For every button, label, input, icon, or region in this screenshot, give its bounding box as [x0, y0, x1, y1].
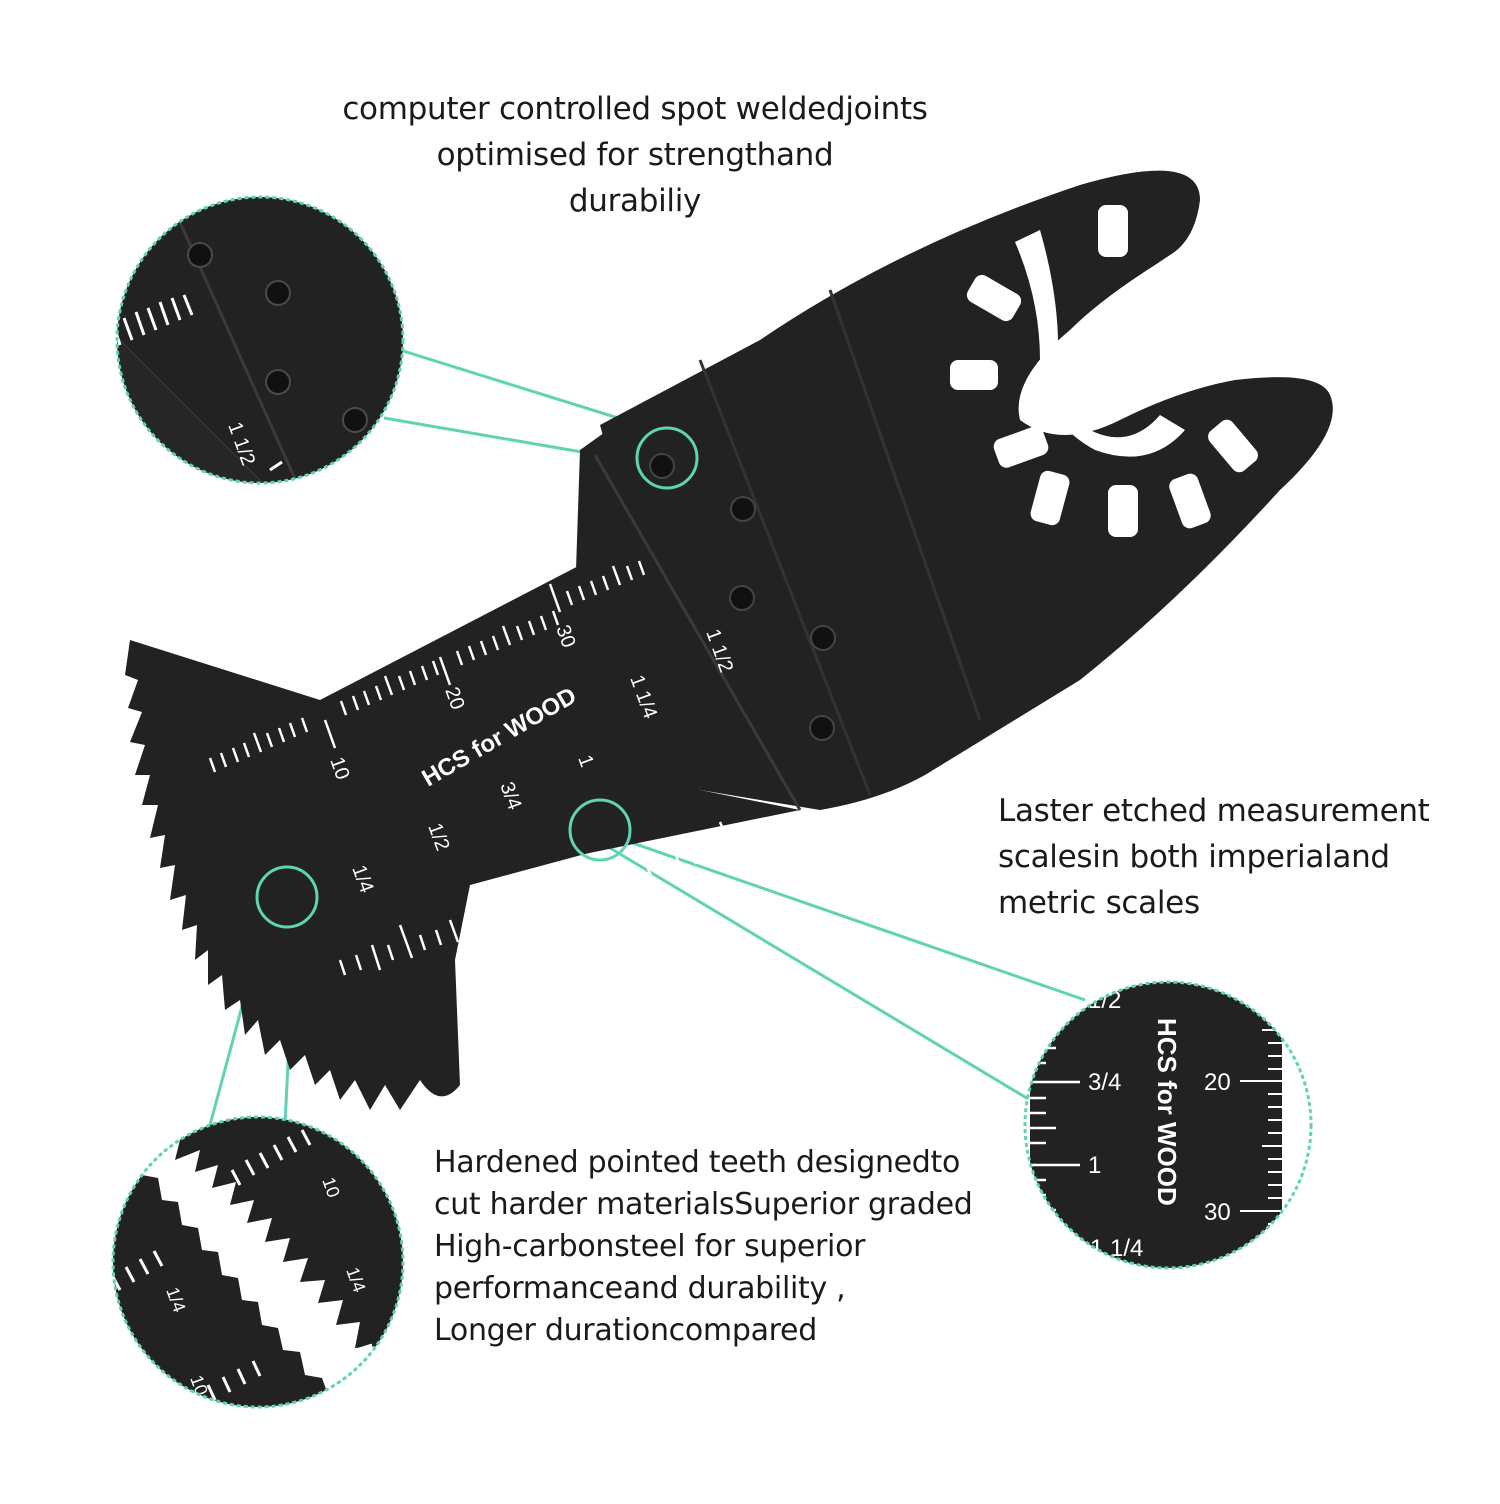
highlight-scale [568, 798, 632, 862]
weld-dots [649, 453, 836, 741]
zoom-imperial-label: 1 [1088, 1152, 1101, 1179]
zoom-joints: 1 1/2 [115, 195, 405, 485]
metric-ticks [208, 560, 646, 773]
zoomed-teeth-edge [142, 1140, 403, 1407]
highlight-weld [635, 426, 699, 490]
mount-slot [1169, 473, 1211, 529]
callout-line [399, 348, 651, 430]
blade-body [125, 560, 600, 1110]
zoom-brand-text: HCS for WOOD [1152, 1018, 1182, 1206]
zoom-teeth: 10 1/4 1/4 10 [111, 1115, 405, 1409]
caption-line: Hardened pointed teeth designedto [434, 1145, 961, 1180]
caption-line: durabiliy [568, 183, 702, 219]
weld-dot [265, 280, 291, 306]
weld-dot [265, 369, 291, 395]
caption-scales: Laster etched measurement scalesin both … [998, 788, 1430, 926]
caption-line: metric scales [998, 885, 1200, 921]
zoom-metric-label: 20 [1204, 1069, 1231, 1096]
weld-dot [730, 496, 756, 522]
caption-line: scalesin both imperialand [998, 839, 1390, 875]
mount-slot [1108, 485, 1138, 537]
caption-line: Longer durationcompared [434, 1313, 817, 1348]
weld-dot [342, 407, 368, 433]
mount-slot [1030, 470, 1070, 526]
caption-line: performanceand durability , [434, 1271, 846, 1306]
mount-slot [966, 274, 1022, 322]
zoom-ticks [117, 294, 283, 472]
caption-line: Laster etched measurement [998, 793, 1430, 829]
imperial-ticks [338, 821, 734, 976]
caption-teeth: Hardened pointed teeth designedto cut ha… [434, 1142, 973, 1352]
weld-dot [810, 625, 836, 651]
highlight-markers [255, 426, 699, 929]
mount-slot [1098, 205, 1128, 257]
zoom-metric-label: 30 [1204, 1199, 1231, 1226]
ridge-line [828, 289, 982, 721]
caption-line: optimised for strengthand [436, 137, 834, 173]
mount-slot [950, 360, 998, 390]
caption-joints: computer controlled spot weldedjoints op… [300, 86, 970, 224]
ridge-line [698, 359, 872, 796]
mount-slot [1208, 419, 1258, 473]
mount-slot [993, 426, 1049, 468]
callout-line [617, 836, 1086, 1002]
center-slot [1015, 230, 1185, 457]
weld-dot [649, 453, 675, 479]
highlight-teeth [255, 865, 319, 929]
ridge-line [593, 454, 802, 811]
weld-dot [729, 585, 755, 611]
saw-blade: HCS for WOOD 10 20 30 1/4 1/2 3/4 1 1 1/… [125, 170, 1333, 1110]
zoom-imperial-label: 1/2 [1088, 987, 1121, 1014]
caption-line: High-carbonsteel for superior [434, 1229, 866, 1264]
zoom-metric-ticks [1240, 1029, 1282, 1238]
blade-mount-head [600, 170, 1333, 810]
zoom-imperial-label: 1 1/4 [1090, 1235, 1143, 1262]
caption-line: computer controlled spot weldedjoints [342, 91, 928, 127]
mount-slots [950, 205, 1258, 537]
zoom-imperial-label: 3/4 [1088, 1069, 1121, 1096]
zoom-scale: 1/2 3/4 1 1 1/4 20 30 HCS for WOOD [1023, 980, 1313, 1270]
weld-dot [809, 715, 835, 741]
caption-line: cut harder materialsSuperior graded [434, 1187, 973, 1222]
weld-dot [187, 242, 213, 268]
callout-line [604, 843, 1031, 1102]
